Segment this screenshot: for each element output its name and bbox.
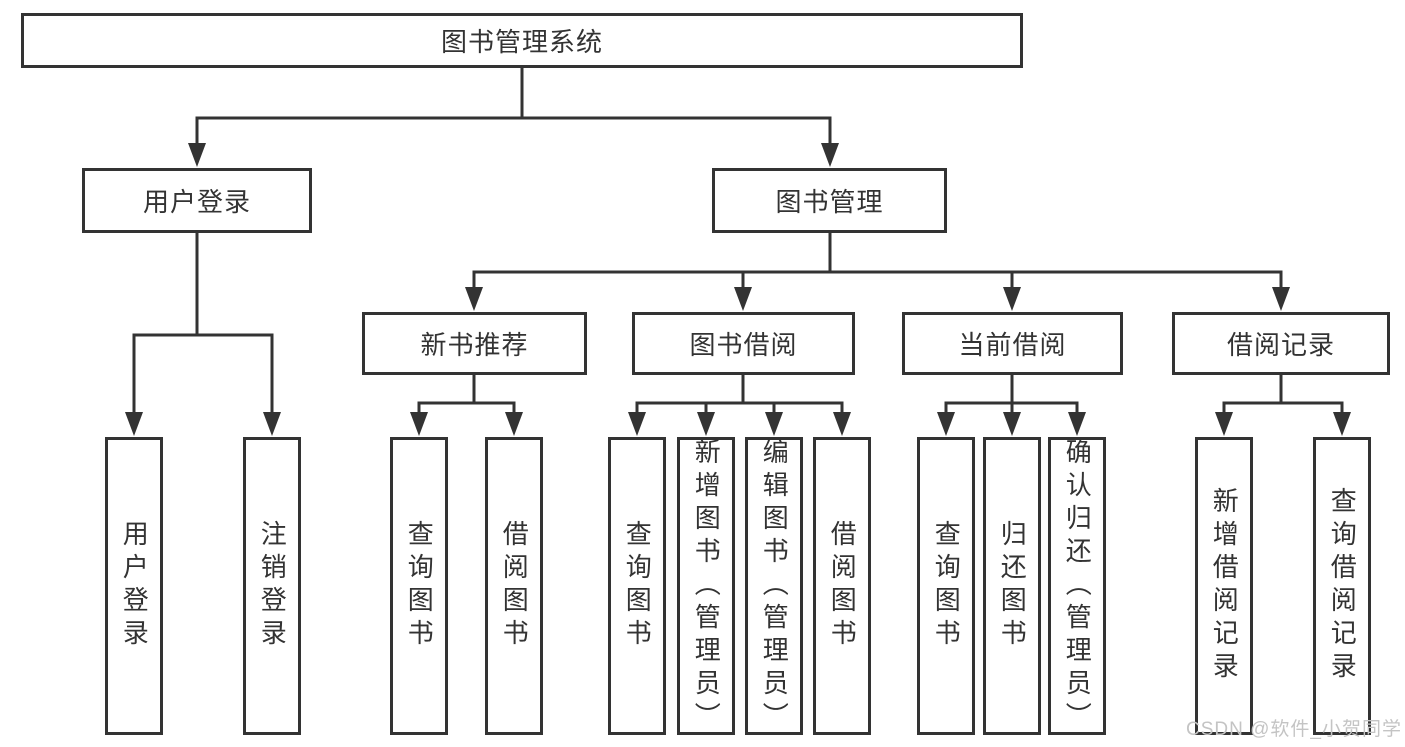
arrow-down-icon (465, 287, 483, 311)
arrow-down-icon (1068, 412, 1086, 436)
connector-book-mgmt-to-level3 (465, 233, 1290, 311)
arrow-down-icon (1215, 412, 1233, 436)
leaf-label: 新增借阅记录 (1209, 487, 1240, 685)
leaf-logout-login: 注销登录 (243, 437, 301, 735)
node-user-login: 用户登录 (82, 168, 312, 233)
node-book-borrow: 图书借阅 (632, 312, 855, 375)
leaf-user-login: 用户登录 (105, 437, 163, 735)
arrow-down-icon (1003, 412, 1021, 436)
node-root: 图书管理系统 (21, 13, 1023, 68)
arrow-down-icon (697, 412, 715, 436)
leaf-query-borrow-record: 查询借阅记录 (1313, 437, 1371, 735)
arrow-down-icon (1272, 287, 1290, 311)
leaf-query-books-current: 查询图书 (917, 437, 975, 735)
leaf-add-book-admin: 新增图书（管理员） (677, 437, 735, 735)
leaf-query-books-borrow: 查询图书 (608, 437, 666, 735)
connector-book-borrow-children (628, 375, 851, 436)
leaf-label: 查询图书 (931, 520, 962, 652)
leaf-label: 注销登录 (257, 520, 288, 652)
arrow-down-icon (628, 412, 646, 436)
connector-root-to-level2 (188, 66, 839, 167)
leaf-confirm-return-admin: 确认归还（管理员） (1048, 437, 1106, 735)
leaf-label: 确认归还（管理员） (1062, 437, 1093, 735)
leaf-new-borrow-record: 新增借阅记录 (1195, 437, 1253, 735)
arrow-down-icon (833, 412, 851, 436)
leaf-borrow-books-new: 借阅图书 (485, 437, 543, 735)
leaf-query-books-new: 查询图书 (390, 437, 448, 735)
arrow-down-icon (765, 412, 783, 436)
leaf-edit-book-admin: 编辑图书（管理员） (745, 437, 803, 735)
connector-current-borrow-children (937, 375, 1086, 436)
arrow-down-icon (937, 412, 955, 436)
arrow-down-icon (821, 143, 839, 167)
leaf-borrow-books-borrow: 借阅图书 (813, 437, 871, 735)
arrow-down-icon (1333, 412, 1351, 436)
node-borrow-records: 借阅记录 (1172, 312, 1390, 375)
arrow-down-icon (1003, 287, 1021, 311)
leaf-label: 查询借阅记录 (1327, 487, 1358, 685)
arrow-down-icon (734, 287, 752, 311)
csdn-watermark: CSDN @软件_小贺同学 (1186, 719, 1402, 740)
leaf-label: 新增图书（管理员） (691, 437, 722, 735)
leaf-return-book: 归还图书 (983, 437, 1041, 735)
leaf-label: 用户登录 (119, 520, 150, 652)
leaf-label: 借阅图书 (499, 520, 530, 652)
node-book-management: 图书管理 (712, 168, 947, 233)
arrow-down-icon (263, 412, 281, 436)
arrow-down-icon (125, 412, 143, 436)
arrow-down-icon (410, 412, 428, 436)
arrow-down-icon (188, 143, 206, 167)
node-current-borrow: 当前借阅 (902, 312, 1123, 375)
leaf-label: 编辑图书（管理员） (759, 437, 790, 735)
leaf-label: 借阅图书 (827, 520, 858, 652)
node-new-book-recommend: 新书推荐 (362, 312, 587, 375)
connector-user-login-children (125, 232, 281, 436)
leaf-label: 查询图书 (404, 520, 435, 652)
leaf-label: 归还图书 (997, 520, 1028, 652)
connector-new-book-children (410, 375, 523, 436)
arrow-down-icon (505, 412, 523, 436)
leaf-label: 查询图书 (622, 520, 653, 652)
connector-borrow-record-children (1215, 375, 1351, 436)
